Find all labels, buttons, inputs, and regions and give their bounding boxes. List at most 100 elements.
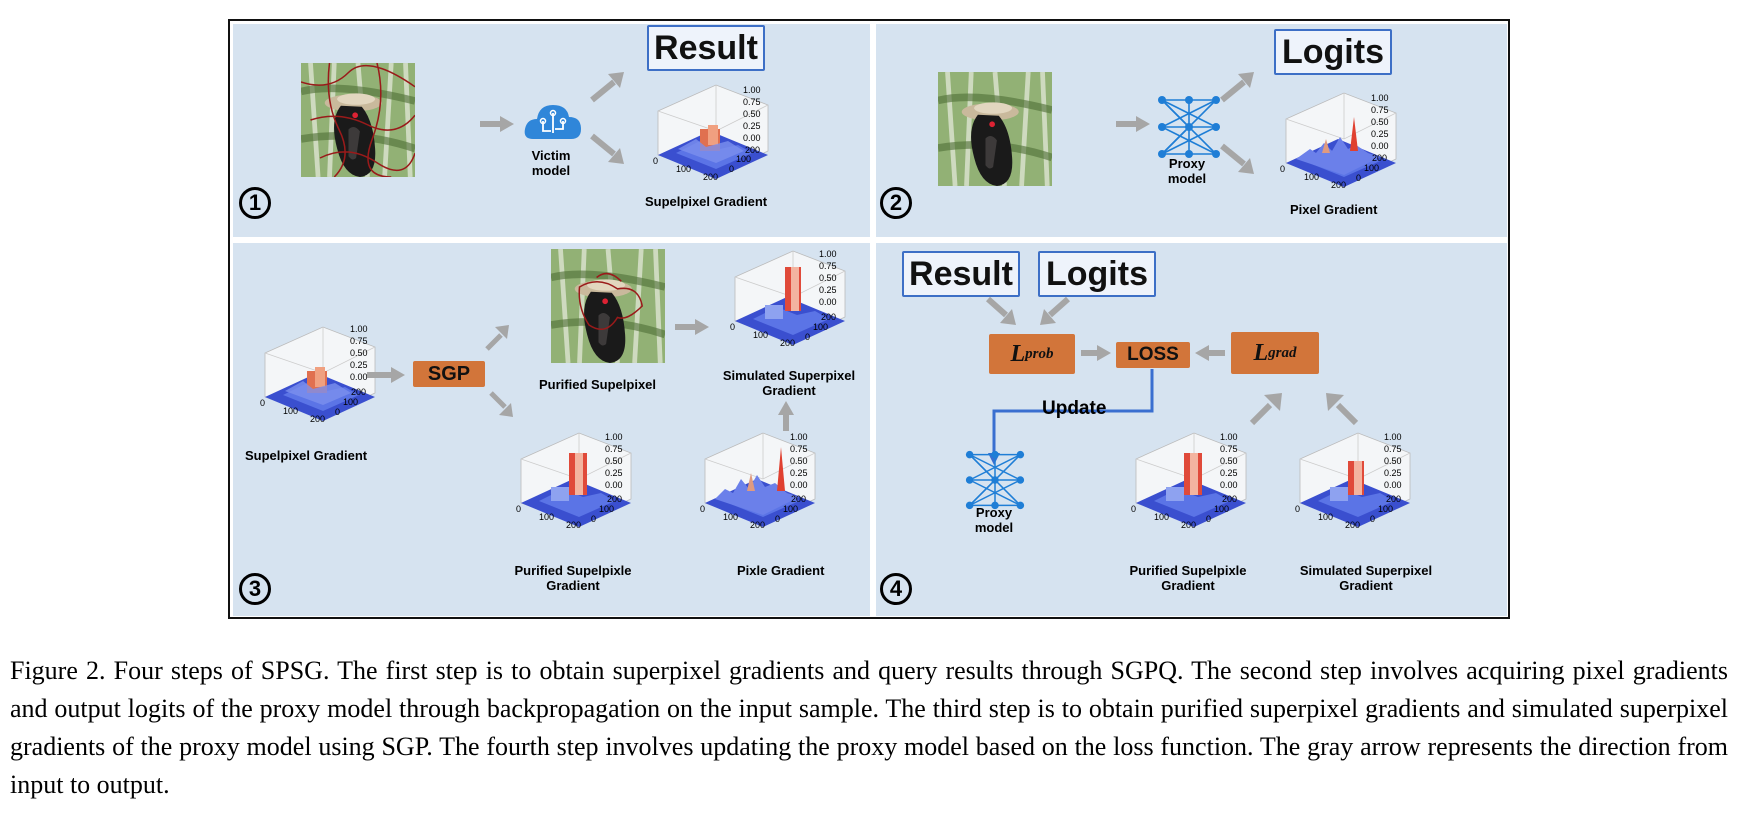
x-tick-200: 200: [780, 338, 796, 348]
simulated-superpixel-gradient-plot: [1290, 427, 1440, 547]
step-number-1: 1: [239, 187, 271, 219]
gray-arrow-left: [1195, 345, 1225, 361]
update-label: Update: [1042, 398, 1107, 419]
gray-arrow-up-right: [590, 72, 624, 103]
pixel-gradient-label: Pixel Gradient: [1290, 202, 1378, 217]
y-tick-200: 200: [1386, 494, 1402, 504]
y-tick-0: 0: [335, 407, 341, 417]
step-number-2: 2: [880, 187, 912, 219]
gray-arrow-down-right: [489, 391, 513, 417]
logits-box: Logits: [1038, 251, 1156, 297]
purified-supelpixle-gradient-label: Purified Supelpixle Gradient: [514, 563, 632, 593]
y-tick-0: 0: [1206, 514, 1212, 524]
y-tick-200: 200: [745, 145, 761, 155]
logits-box: Logits: [1274, 29, 1392, 75]
gray-arrow-right: [675, 319, 709, 335]
x-tick-200: 200: [750, 520, 766, 530]
x-tick-0: 0: [1295, 504, 1301, 514]
neural-network-icon: [1158, 96, 1220, 158]
y-tick-200: 200: [1222, 494, 1238, 504]
y-tick-0: 0: [729, 164, 735, 174]
x-tick-100: 100: [1318, 512, 1334, 522]
step-number-4: 4: [880, 573, 912, 605]
x-tick-200: 200: [310, 414, 326, 424]
x-tick-0: 0: [700, 504, 706, 514]
loss-box: LOSS: [1116, 342, 1190, 368]
cloud-model-icon: [524, 105, 581, 139]
y-tick-200: 200: [607, 494, 623, 504]
result-box: Result: [902, 251, 1020, 297]
x-tick-100: 100: [753, 330, 769, 340]
simulated-superpixel-gradient-label: Simulated Superpixel Gradient: [1299, 563, 1433, 593]
gray-arrow-down-right: [1220, 143, 1254, 174]
pixel-gradient-plot: [1276, 87, 1426, 207]
y-tick-200: 200: [1372, 153, 1388, 163]
y-tick-100: 100: [1364, 163, 1380, 173]
gray-arrow-up: [778, 401, 794, 431]
x-tick-100: 100: [539, 512, 555, 522]
proxy-model-label: Proxy model: [974, 505, 1014, 535]
y-tick-200: 200: [791, 494, 807, 504]
step-number-3: 3: [239, 573, 271, 605]
superpixel-gradient-plot: [648, 79, 798, 199]
x-tick-100: 100: [283, 406, 299, 416]
purified-supelpixel-label: Purified Supelpixel: [539, 377, 657, 392]
x-tick-100: 100: [676, 164, 692, 174]
gray-arrow-right: [1081, 345, 1111, 361]
pixle-gradient-plot: [695, 427, 845, 547]
gray-arrow-right: [480, 116, 514, 132]
y-tick-0: 0: [1370, 514, 1376, 524]
gray-arrow-right: [1116, 116, 1150, 132]
proxy-model-label: Proxy model: [1167, 156, 1207, 186]
supelpixel-gradient-label: Supelpixel Gradient: [645, 194, 768, 209]
y-tick-0: 0: [775, 514, 781, 524]
x-tick-200: 200: [1331, 180, 1347, 190]
x-tick-100: 100: [1154, 512, 1170, 522]
figure-caption: Figure 2. Four steps of SPSG. The first …: [10, 656, 1728, 799]
x-tick-0: 0: [653, 156, 659, 166]
y-tick-100: 100: [813, 322, 829, 332]
input-image: [938, 72, 1052, 186]
superpixel-segmented-image: [301, 63, 415, 177]
x-tick-0: 0: [1280, 164, 1286, 174]
simulated-superpixel-gradient-plot: [725, 245, 875, 365]
y-tick-0: 0: [1356, 173, 1362, 183]
x-tick-200: 200: [703, 172, 719, 182]
gray-arrow-up-right: [1249, 393, 1282, 426]
purified-superpixel-image: [551, 249, 665, 363]
purified-supelpixle-gradient-plot: [1126, 427, 1276, 547]
y-tick-0: 0: [591, 514, 597, 524]
y-tick-100: 100: [599, 504, 615, 514]
gray-arrow-down-left: [1040, 296, 1070, 325]
gray-arrow-right: [367, 367, 405, 383]
pixle-gradient-label: Pixle Gradient: [737, 563, 825, 578]
victim-model-label: Victim model: [531, 148, 571, 178]
x-tick-200: 200: [566, 520, 582, 530]
gray-arrow-down-right: [590, 133, 624, 164]
gray-arrow-down-right: [986, 296, 1016, 325]
x-tick-0: 0: [260, 398, 266, 408]
neural-network-icon: [965, 450, 1025, 510]
x-tick-0: 0: [516, 504, 522, 514]
y-tick-100: 100: [783, 504, 799, 514]
y-tick-0: 0: [805, 332, 811, 342]
x-tick-200: 200: [1181, 520, 1197, 530]
x-tick-200: 200: [1345, 520, 1361, 530]
y-tick-100: 100: [343, 397, 359, 407]
x-tick-0: 0: [730, 322, 736, 332]
purified-supelpixle-gradient-plot: [511, 427, 661, 547]
y-tick-200: 200: [351, 387, 367, 397]
